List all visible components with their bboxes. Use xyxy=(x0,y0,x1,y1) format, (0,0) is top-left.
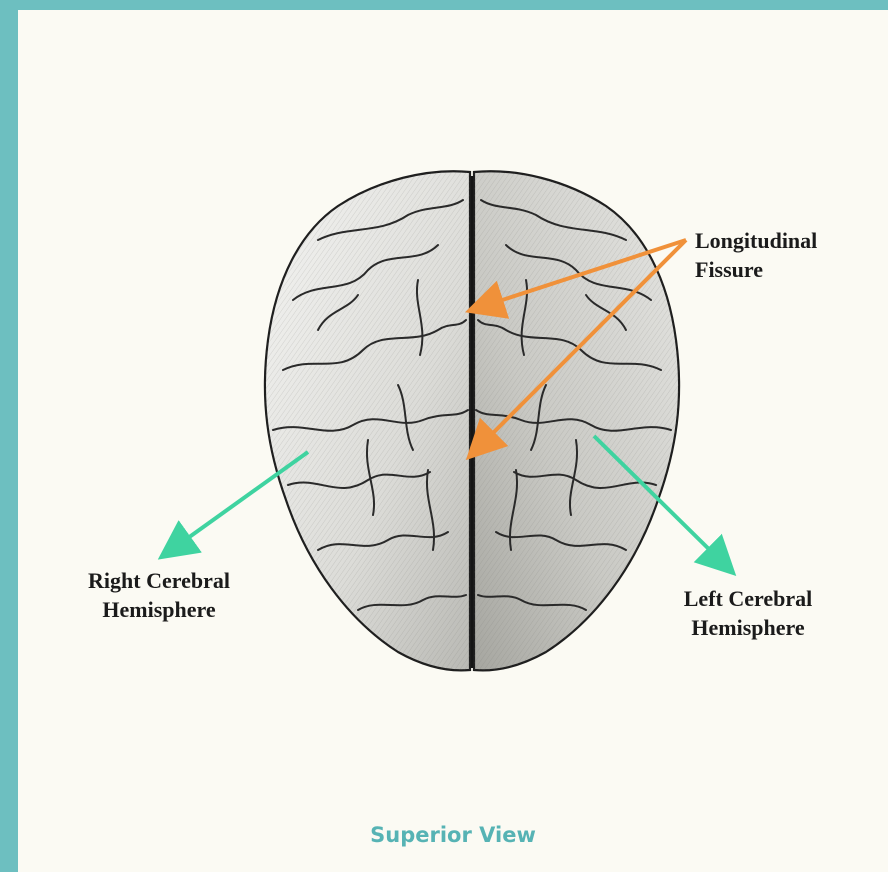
right-hemisphere-label-line2: Hemisphere xyxy=(64,595,254,624)
diagram-canvas: Longitudinal Fissure Right Cerebral Hemi… xyxy=(18,10,888,872)
brain-diagram xyxy=(18,10,888,872)
frame-left-border xyxy=(0,0,18,872)
longitudinal-fissure-label-line2: Fissure xyxy=(695,255,817,284)
brain-icon xyxy=(265,171,679,670)
left-cerebral-hemisphere-label: Left Cerebral Hemisphere xyxy=(653,584,843,642)
frame-top-border xyxy=(0,0,888,10)
left-hemisphere-label-line2: Hemisphere xyxy=(653,613,843,642)
view-caption: Superior View xyxy=(18,823,888,847)
right-hemisphere-label-line1: Right Cerebral xyxy=(64,566,254,595)
longitudinal-fissure-label-line1: Longitudinal xyxy=(695,226,817,255)
right-cerebral-hemisphere-label: Right Cerebral Hemisphere xyxy=(64,566,254,624)
longitudinal-fissure-label: Longitudinal Fissure xyxy=(695,226,817,284)
left-hemisphere-label-line1: Left Cerebral xyxy=(653,584,843,613)
